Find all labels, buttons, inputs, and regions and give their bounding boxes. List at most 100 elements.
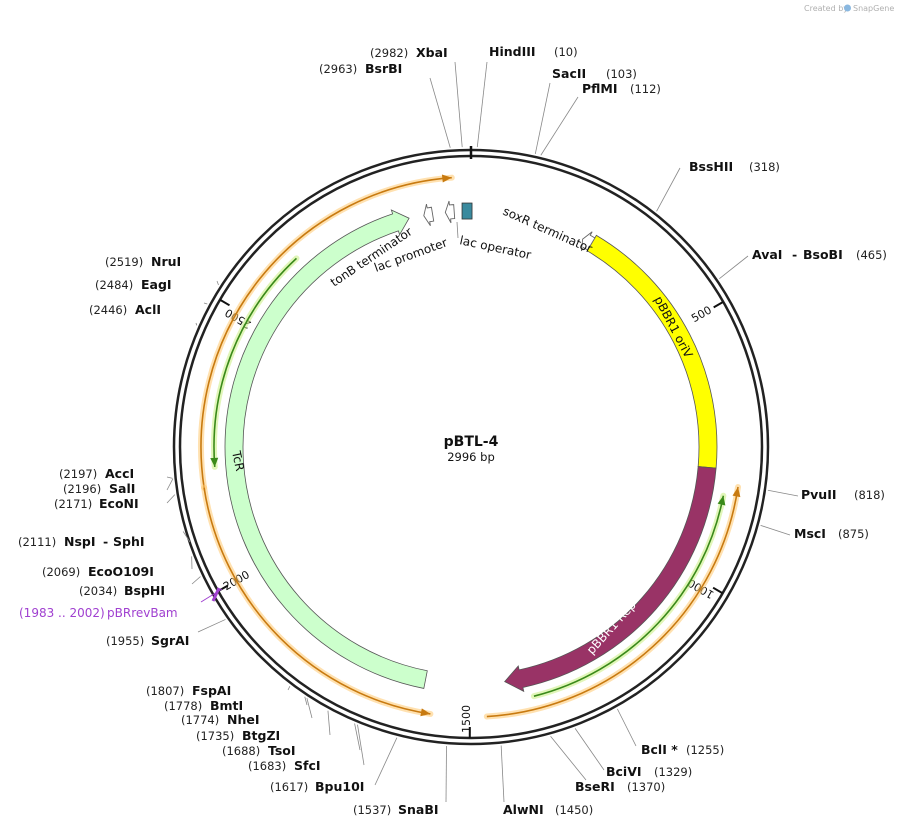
site-leader-line [305,697,307,705]
tick-label: 1500 [460,705,473,733]
site-name-hindiii: HindIII [489,44,536,59]
primer-range: (1983 .. 2002) [19,606,105,620]
site-pos-acli: (2446) [89,303,127,317]
site-pos-tsoi: (1688) [222,744,260,758]
site-name-nspi: NspI [64,534,96,549]
site-name-bpu10i: Bpu10I [315,779,364,794]
site-name-eagi: EagI [141,277,172,292]
site-name-sali: SalI [109,481,135,496]
site-leader-line [501,745,504,802]
site-leader-line [167,479,173,490]
site-pos-xbai: (2982) [370,46,408,60]
site-leader-line [196,323,197,325]
site-pos-sfci: (1683) [248,759,286,773]
site-name-bcli: BclI * [641,742,678,757]
site-leader-line [768,490,798,496]
feature-leader-lac-operator [457,222,458,238]
site-name-xbai: XbaI [416,45,448,60]
site-leader-line [535,83,550,154]
snapgene-logo-icon [844,5,851,12]
site-pos-btgzi: (1735) [196,729,234,743]
site-pos-pvuii: (818) [854,488,885,502]
site-pos-sgrai: (1955) [106,634,144,648]
site-leader-line [455,62,462,147]
site-name-acci: AccI [105,466,134,481]
site-leader-line [307,698,312,718]
site-leader-line [477,62,487,147]
site-pos-pflmi: (112) [630,82,661,96]
site-pos-bseri: (1370) [627,780,665,794]
site-pos-bsphi: (2034) [79,584,117,598]
site-name-snabi: SnaBI [398,802,439,817]
site-leader-line [358,725,364,765]
site-leader-line [167,477,173,478]
tick-mark [714,302,724,307]
site-name-bmti: BmtI [210,698,243,713]
site-name-bseri: BseRI [575,779,615,794]
site-pos-bcli: (1255) [686,743,724,757]
site-pos-nrui: (2519) [105,255,143,269]
site-pos-msci: (875) [838,527,869,541]
site-name-sfci: SfcI [294,758,321,773]
site-name-btgzi: BtgZI [242,728,280,743]
site-name-fspai: FspAI [192,683,231,698]
feature-pbbr1-rep[interactable] [505,467,716,692]
site-pos-hindiii: (10) [554,45,578,59]
site-name-bsphi: BspHI [124,583,165,598]
site-pos-avai: (465) [856,248,887,262]
site-dash-nspi: - [103,534,108,549]
site-pos-sacii: (103) [606,67,637,81]
site-pos-nspi: (2111) [18,535,56,549]
site-name-acli: AclI [135,302,161,317]
site-pos-bcivi: (1329) [654,765,692,779]
site-name-tsoi: TsoI [268,743,296,758]
feature-label-pbbr1-oriv: pBBR1 oriV [651,294,696,361]
site-pos-econi: (2171) [54,497,92,511]
site-name-sgrai: SgrAI [151,633,189,648]
site-pos-snabi: (1537) [353,803,391,817]
primer-name: pBRrevBam [107,606,178,620]
site-name-bcivi: BciVI [606,764,642,779]
site-pos-alwni: (1450) [555,803,593,817]
site-leader-line [198,619,226,632]
site-pos-bsrbi: (2963) [319,62,357,76]
site-pos-bsshii: (318) [749,160,780,174]
site-name-basshii: BssHII [689,159,733,174]
credit-prefix: Created by [804,4,848,13]
feature-tonb-terminator[interactable] [424,204,434,226]
credit-brand: SnapGene [853,4,894,13]
feature-lac-promoter[interactable] [445,201,454,223]
site-pos-fspai: (1807) [146,684,184,698]
site-leader-line [288,686,290,690]
site-leader-line [541,97,578,155]
site-name-sphi: SphI [113,534,145,549]
site-pos-bmti: (1778) [164,699,202,713]
site-pos-nhei: (1774) [181,713,219,727]
feature-pbbr1-oriv[interactable] [587,235,717,468]
site-pos-acci: (2197) [59,467,97,481]
site-pos-sali: (2196) [63,482,101,496]
site-leader-line [617,709,636,746]
site-pos-ecoo109i: (2069) [42,565,80,579]
site-name-avai: AvaI [752,247,782,262]
site-pos-bpu10i: (1617) [270,780,308,794]
site-dash-avai: - [792,247,797,262]
site-leader-line [217,281,219,285]
site-leader-line [167,495,175,503]
tick-label: 500 [689,303,714,325]
feature-lac-operator[interactable] [462,203,472,219]
site-leader-line [657,168,680,211]
site-leader-line [430,78,450,148]
tick-mark [220,300,229,306]
site-name-sacii: SacII [552,66,586,81]
site-leader-line [192,577,200,584]
feature-label-lac-operator: lac operator [458,233,532,262]
site-leader-line [761,525,790,535]
site-name-alwni: AlwNI [503,802,544,817]
plasmid-name: pBTL-4 [444,434,499,450]
site-leader-line [328,711,330,735]
site-leader-line [375,738,397,785]
site-leader-line [575,728,604,770]
site-name-nrui: NruI [151,254,181,269]
